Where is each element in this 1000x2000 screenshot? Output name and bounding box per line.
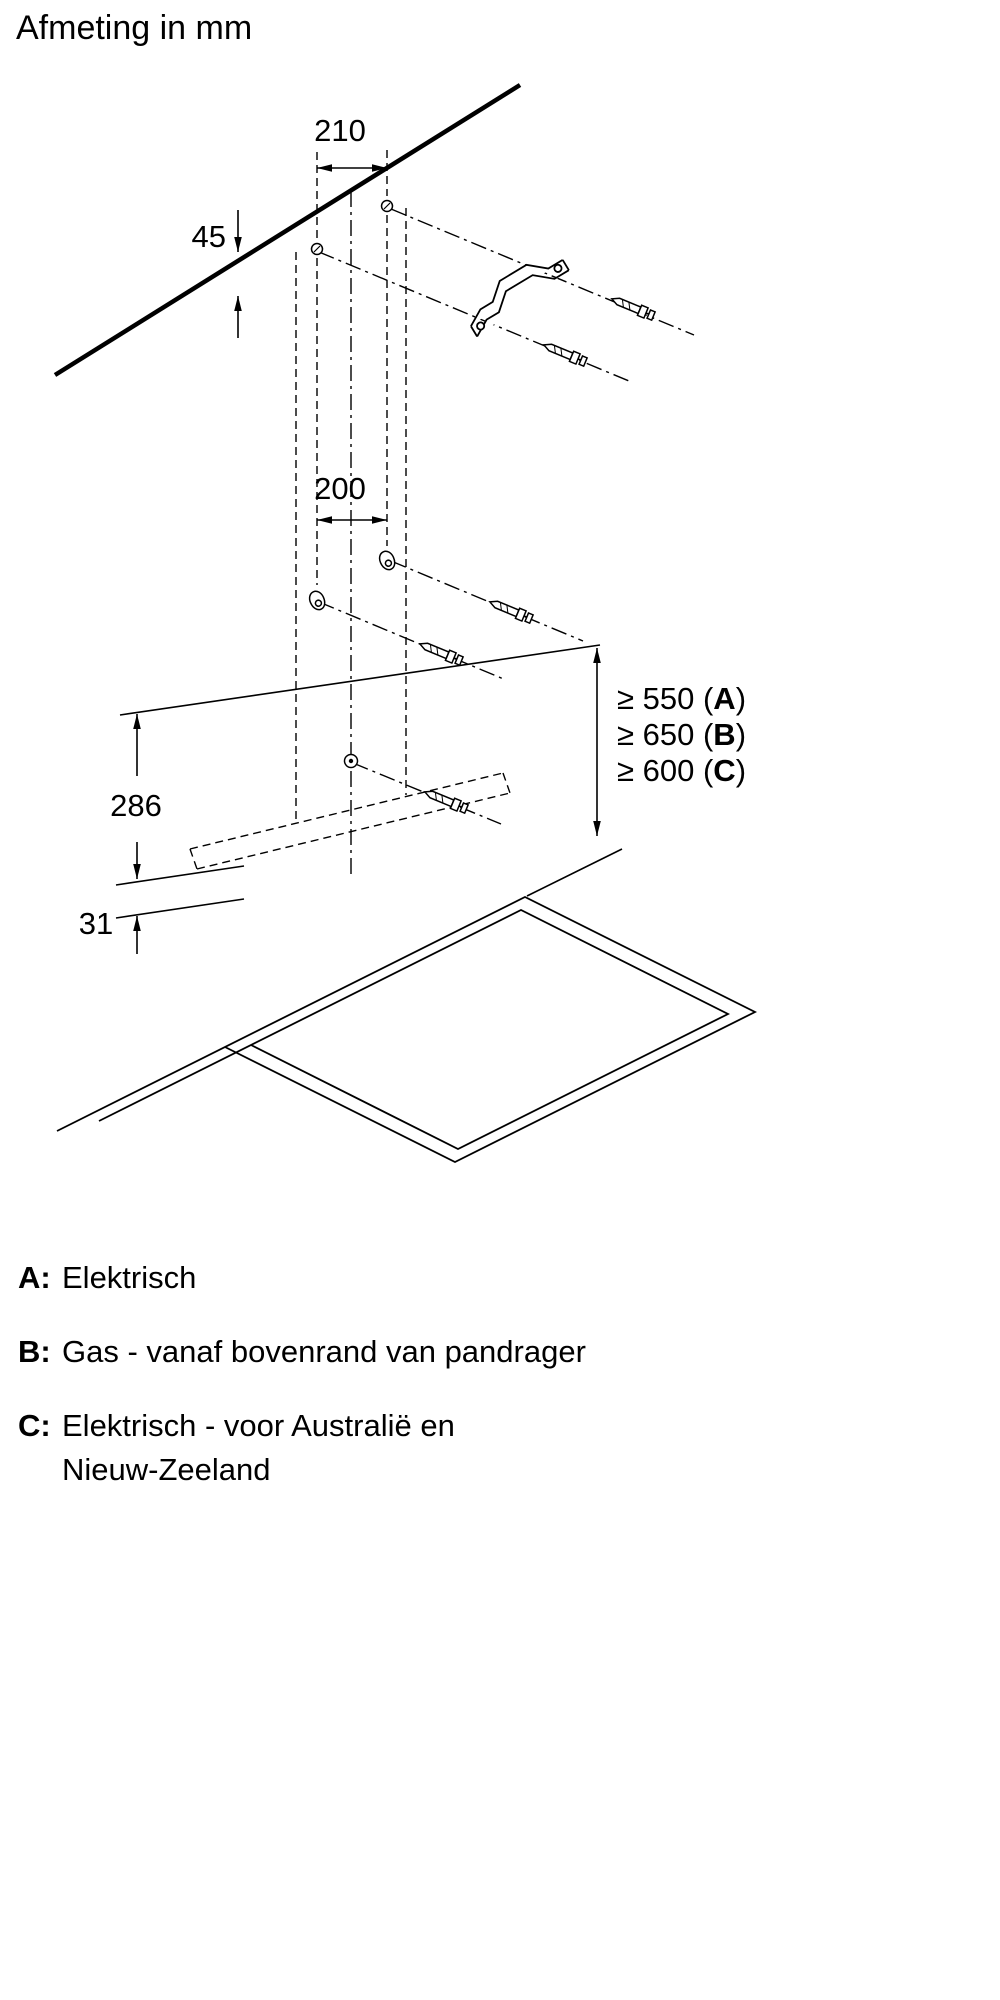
installation-drawing: 210 45 200 286 31 ≥ 550 (A) ≥ 650 ( [53, 83, 758, 1164]
legend-item-b: B: Gas - vanaf bovenrand van pandrager [18, 1330, 586, 1374]
cooktop-outline [56, 895, 758, 1164]
legend-key-b: B: [18, 1334, 51, 1370]
legend-item-c: C: Elektrisch - voor Australië en Nieuw-… [18, 1404, 586, 1492]
keyhole-slot-icon [306, 588, 329, 613]
dimension-clearance: ≥ 550 (A) ≥ 650 (B) ≥ 600 (C) [593, 648, 746, 836]
screw-icon [540, 338, 589, 368]
dimension-210: 210 [314, 113, 387, 172]
dimension-286: 286 [110, 714, 162, 879]
screw-icon [608, 292, 657, 322]
wall-line [53, 83, 522, 377]
legend-text-c-line1: Elektrisch - voor Australië en [62, 1408, 455, 1444]
dim-286-label: 286 [110, 788, 162, 823]
reference-edges [115, 644, 623, 919]
clearance-label-b: ≥ 650 (B) [617, 717, 746, 752]
chimney-outline [295, 150, 407, 822]
mounting-bracket-icon [470, 259, 570, 337]
screw-icon [416, 637, 465, 667]
hood-outline [189, 772, 511, 870]
legend: A: Elektrisch B: Gas - vanaf bovenrand v… [18, 1256, 586, 1522]
legend-key-c: C: [18, 1408, 51, 1444]
legend-key-a: A: [18, 1260, 51, 1295]
dim-31-label: 31 [79, 906, 113, 941]
legend-text-a: Elektrisch [62, 1260, 197, 1295]
legend-text-b: Gas - vanaf bovenrand van pandrager [62, 1334, 586, 1370]
clearance-label-c: ≥ 600 (C) [617, 753, 746, 788]
legend-text-c-line2: Nieuw-Zeeland [62, 1452, 271, 1488]
dimension-200: 200 [314, 471, 387, 524]
dim-200-label: 200 [314, 471, 366, 506]
legend-item-a: A: Elektrisch [18, 1256, 586, 1300]
diagram-title: Afmeting in mm [16, 9, 253, 47]
clearance-label-a: ≥ 550 (A) [617, 681, 746, 716]
dim-210-label: 210 [314, 113, 366, 148]
mounting-holes [310, 199, 394, 769]
keyhole-slot-icon [376, 548, 399, 573]
dimension-31: 31 [79, 906, 141, 954]
screw-icon [421, 785, 470, 815]
screw-icon [486, 595, 535, 625]
dim-45-label: 45 [192, 219, 226, 254]
dimension-45: 45 [192, 210, 242, 338]
